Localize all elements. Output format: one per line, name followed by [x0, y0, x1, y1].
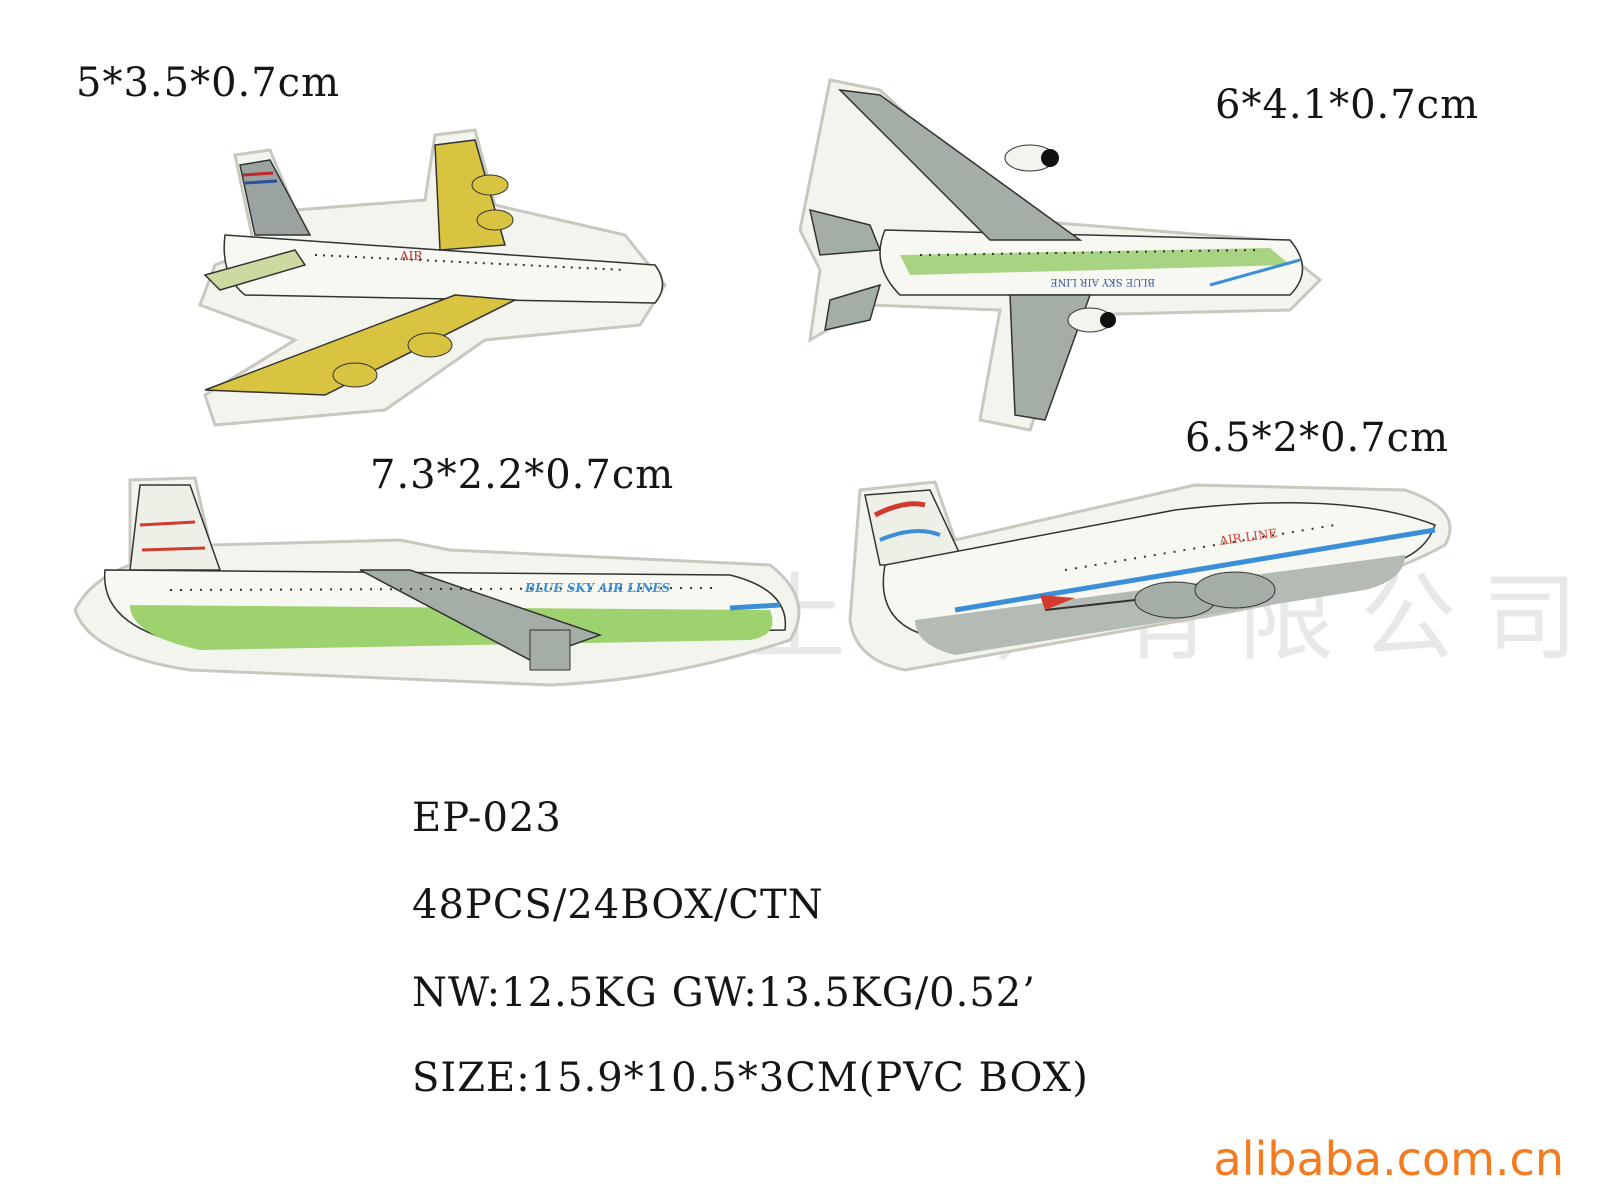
size-label-3: 7.3*2.2*0.7cm — [370, 452, 675, 498]
model-number: EP-023 — [412, 795, 562, 841]
airplane-eraser-2-image: BLUE SKY AIR LINE — [798, 78, 1323, 432]
airplane-eraser-3-image: BLUE SKY AIR LINES — [73, 476, 801, 687]
size-label-2: 6*4.1*0.7cm — [1215, 82, 1480, 128]
livery-text-3: BLUE SKY AIR LINES — [524, 581, 670, 595]
airplane-eraser-1-image: AIR — [198, 128, 667, 427]
livery-text-1: AIR — [399, 249, 423, 263]
weight-info: NW:12.5KG GW:13.5KG/0.52’ — [412, 970, 1036, 1016]
airplane-eraser-4-image: AIR LINE — [848, 480, 1452, 672]
size-label-1: 5*3.5*0.7cm — [76, 60, 341, 106]
box-size-info: SIZE:15.9*10.5*3CM(PVC BOX) — [412, 1055, 1089, 1101]
packing-info: 48PCS/24BOX/CTN — [412, 882, 824, 928]
livery-text-2: BLUE SKY AIR LINE — [1050, 276, 1155, 287]
size-label-4: 6.5*2*0.7cm — [1185, 415, 1450, 461]
alibaba-logo: alibaba.com.cn — [1213, 1132, 1564, 1186]
